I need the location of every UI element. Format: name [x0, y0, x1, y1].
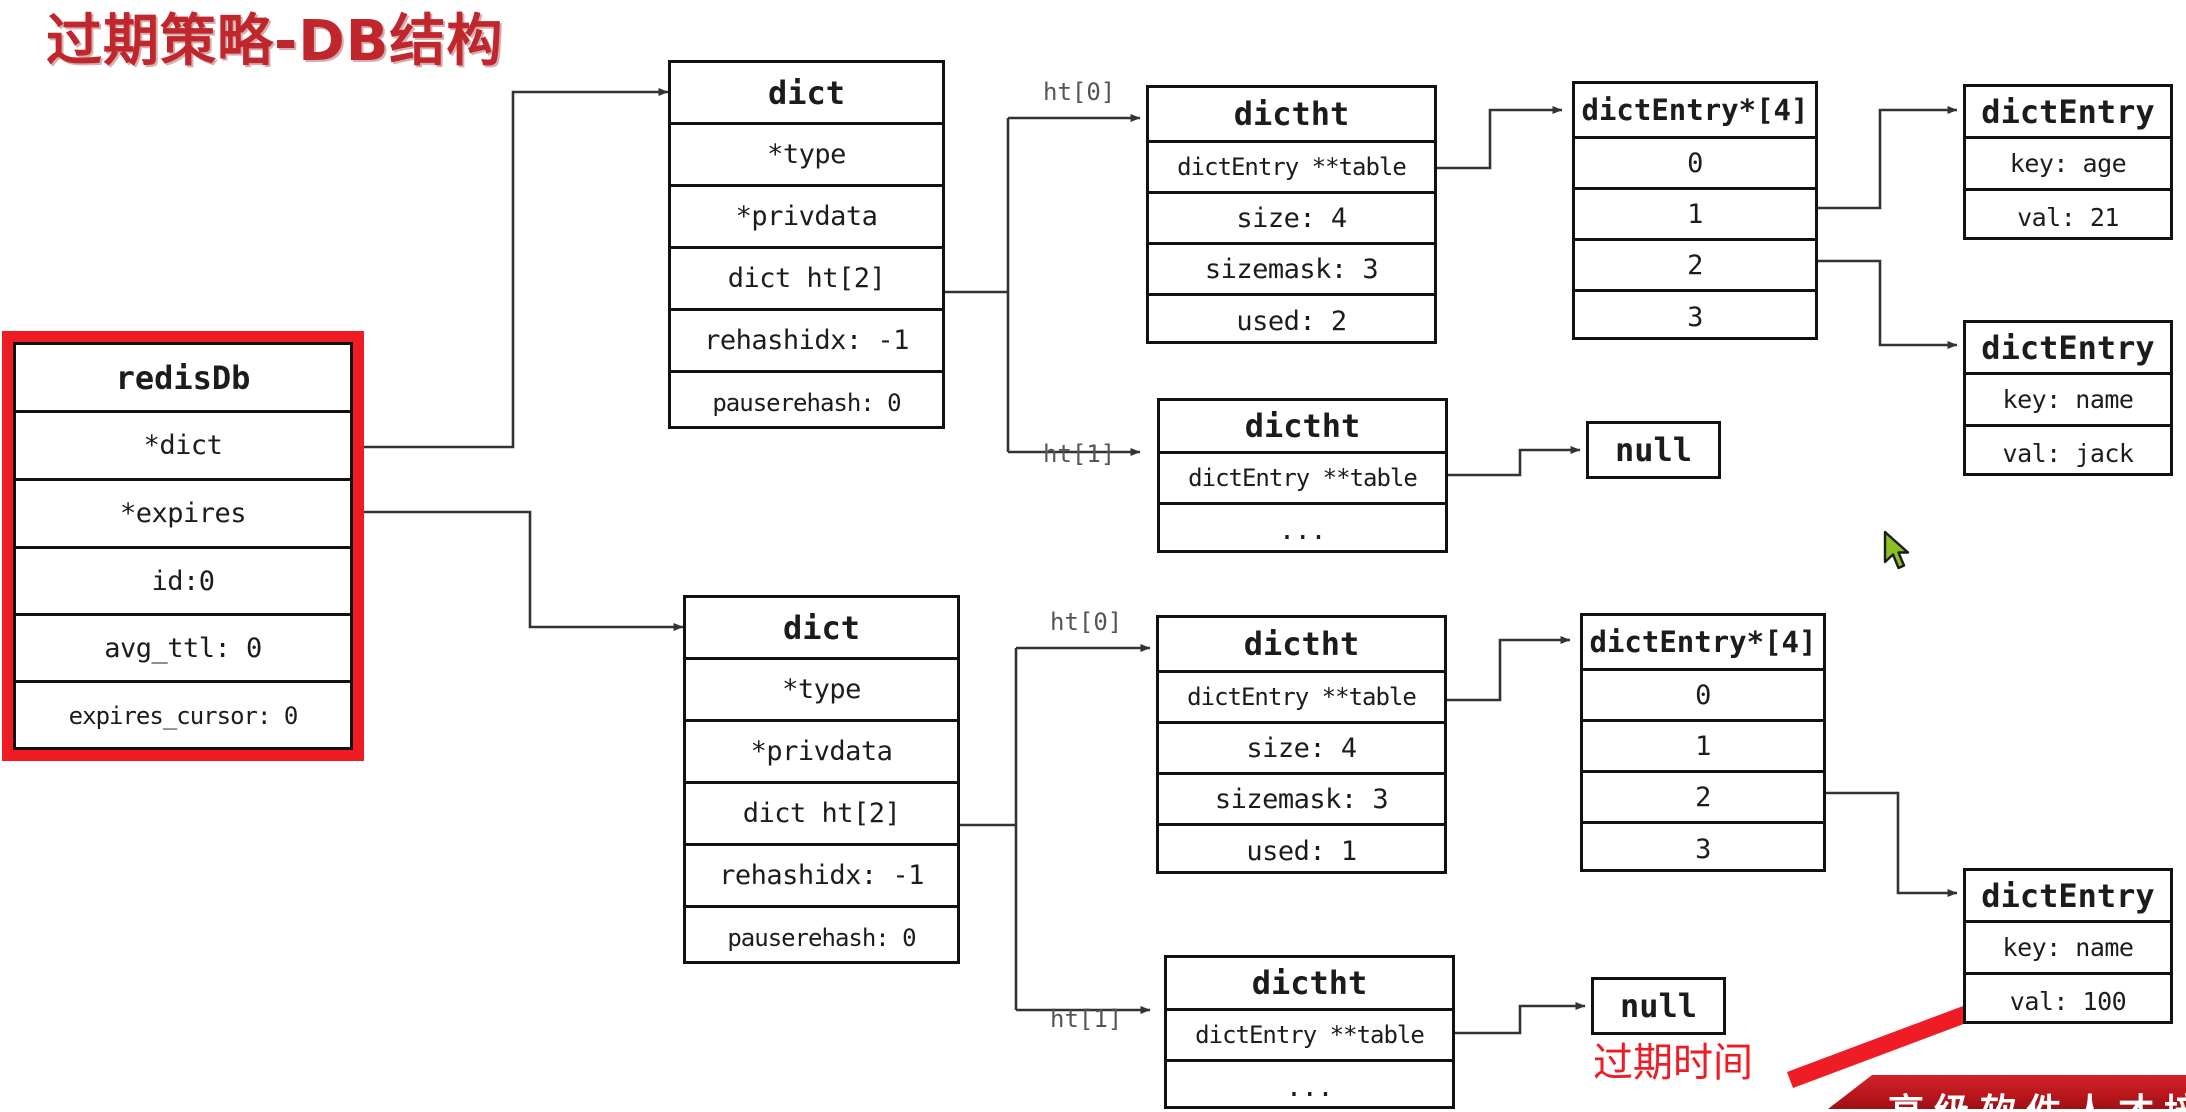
- dictentry-table-top-slot-0[interactable]: 0: [1575, 139, 1815, 190]
- redisdb-row-expires[interactable]: *expires: [16, 481, 350, 549]
- dictht-bottom-ht0-row-table[interactable]: dictEntry **table: [1159, 673, 1444, 724]
- dict-top-row-pauserehash: pauserehash: 0: [712, 388, 901, 417]
- dictht-top-ht1[interactable]: dictht dictEntry **table ...: [1157, 398, 1448, 553]
- dict-top-row-privdata: *privdata: [671, 187, 942, 249]
- dictht-top-ht0-row-size: size: 4: [1149, 194, 1434, 245]
- dict-top-row-ht[interactable]: dict ht[2]: [671, 249, 942, 311]
- dictht-top-ht0-row-used: used: 2: [1236, 306, 1347, 337]
- dictht-top-ht1-row-ellipsis: ...: [1278, 515, 1327, 546]
- dictentry-age-key: key: age: [1966, 139, 2170, 191]
- dictht-bottom-ht0[interactable]: dictht dictEntry **table size: 4 sizemas…: [1156, 615, 1447, 874]
- dictentry-table-top-header: dictEntry*[4]: [1575, 84, 1815, 139]
- redisdb-row-dict[interactable]: *dict: [16, 413, 350, 481]
- dict-bottom-row-ht[interactable]: dict ht[2]: [686, 784, 957, 846]
- page-title: 过期策略-DB结构: [46, 9, 504, 74]
- redisdb-row-id: id:0: [16, 549, 350, 616]
- dict-struct-bottom[interactable]: dict *type *privdata dict ht[2] rehashid…: [683, 595, 960, 964]
- dictentry-table-bottom-slot-2[interactable]: 2: [1583, 773, 1823, 824]
- null-box-bottom: null: [1591, 977, 1726, 1035]
- dict-top-row-type: *type: [671, 125, 942, 187]
- expire-time-annotation: 过期时间: [1593, 1040, 1753, 1086]
- dictentry-table-bottom-slot-1[interactable]: 1: [1583, 722, 1823, 773]
- dictentry-age[interactable]: dictEntry key: age val: 21: [1963, 84, 2173, 240]
- dictentry-expire[interactable]: dictEntry key: name val: 100: [1963, 868, 2173, 1024]
- dict-top-row-rehashidx: rehashidx: -1: [671, 311, 942, 373]
- dictentry-table-top-slot-1[interactable]: 1: [1575, 190, 1815, 241]
- dictht-top-ht0-row-table[interactable]: dictEntry **table: [1149, 143, 1434, 194]
- dictentry-expire-key: key: name: [1966, 923, 2170, 975]
- mouse-cursor: [1882, 530, 1916, 574]
- dictentry-table-bottom[interactable]: dictEntry*[4] 0 1 2 3: [1580, 613, 1826, 872]
- ht1-label-top: ht[1]: [1043, 440, 1116, 468]
- dictentry-table-top-slot-3[interactable]: 3: [1687, 302, 1703, 333]
- dict-top-header: dict: [671, 63, 942, 125]
- dictentry-name-jack[interactable]: dictEntry key: name val: jack: [1963, 320, 2173, 476]
- dict-bottom-row-type: *type: [686, 660, 957, 722]
- dictht-bottom-ht0-row-used: used: 1: [1246, 836, 1357, 867]
- banner-text: 高级软件人才培训: [1888, 1083, 2186, 1109]
- dictentry-expire-header: dictEntry: [1966, 871, 2170, 923]
- ht0-label-top: ht[0]: [1043, 78, 1116, 106]
- dictentry-table-top[interactable]: dictEntry*[4] 0 1 2 3: [1572, 81, 1818, 340]
- ht0-label-bottom: ht[0]: [1050, 608, 1123, 636]
- redisdb-row-expires-cursor: expires_cursor: 0: [68, 702, 299, 730]
- dictht-top-ht0[interactable]: dictht dictEntry **table size: 4 sizemas…: [1146, 85, 1437, 344]
- dictht-top-ht0-row-sizemask: sizemask: 3: [1149, 245, 1434, 296]
- dictht-bottom-ht1[interactable]: dictht dictEntry **table ...: [1164, 955, 1455, 1109]
- dict-bottom-row-rehashidx: rehashidx: -1: [686, 846, 957, 908]
- dictht-top-ht1-row-table[interactable]: dictEntry **table: [1160, 454, 1445, 505]
- ht1-label-bottom: ht[1]: [1050, 1005, 1123, 1033]
- dictht-bottom-ht0-row-size: size: 4: [1159, 724, 1444, 775]
- dictht-bottom-ht1-row-table[interactable]: dictEntry **table: [1167, 1011, 1452, 1062]
- dict-struct-top[interactable]: dict *type *privdata dict ht[2] rehashid…: [668, 60, 945, 429]
- dictht-bottom-ht0-header: dictht: [1159, 618, 1444, 673]
- redisdb-row-avg-ttl: avg_ttl: 0: [16, 616, 350, 683]
- dictentry-table-bottom-slot-0[interactable]: 0: [1583, 671, 1823, 722]
- dict-bottom-row-pauserehash: pauserehash: 0: [727, 923, 916, 952]
- dictht-bottom-ht1-row-ellipsis: ...: [1285, 1071, 1334, 1103]
- redisdb-header: redisDb: [16, 345, 350, 413]
- dict-bottom-row-privdata: *privdata: [686, 722, 957, 784]
- dictentry-name-jack-key: key: name: [1966, 375, 2170, 427]
- training-banner: 高级软件人才培训: [1828, 1075, 2186, 1109]
- dictentry-table-bottom-slot-3[interactable]: 3: [1695, 834, 1711, 865]
- dictentry-table-bottom-header: dictEntry*[4]: [1583, 616, 1823, 671]
- dict-bottom-header: dict: [686, 598, 957, 660]
- null-box-top: null: [1586, 421, 1721, 479]
- dictht-top-ht0-header: dictht: [1149, 88, 1434, 143]
- dictht-bottom-ht1-header: dictht: [1167, 958, 1452, 1011]
- dictentry-expire-val: val: 100: [2009, 986, 2127, 1016]
- dictht-top-ht1-header: dictht: [1160, 401, 1445, 454]
- dictentry-name-jack-val: val: jack: [2002, 438, 2134, 468]
- dictentry-name-jack-header: dictEntry: [1966, 323, 2170, 375]
- dictentry-age-header: dictEntry: [1966, 87, 2170, 139]
- redisdb-struct[interactable]: redisDb *dict *expires id:0 avg_ttl: 0 e…: [13, 342, 353, 750]
- dictentry-age-val: val: 21: [2017, 202, 2119, 232]
- dictht-bottom-ht0-row-sizemask: sizemask: 3: [1159, 775, 1444, 826]
- dictentry-table-top-slot-2[interactable]: 2: [1575, 241, 1815, 292]
